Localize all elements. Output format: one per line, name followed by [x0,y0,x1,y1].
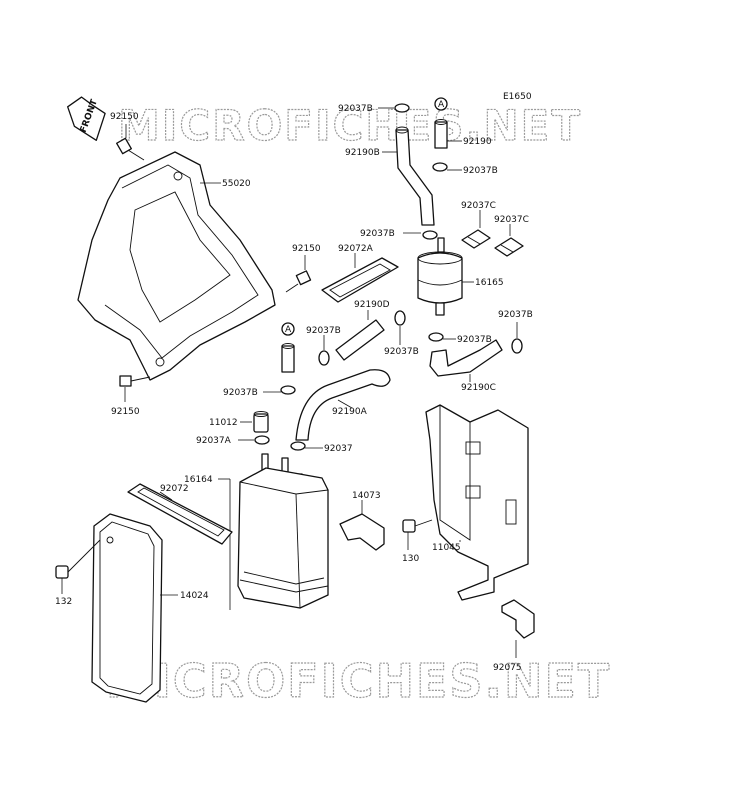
filter-16165-shape [417,237,474,316]
hose-short-shape [281,343,295,373]
clip-92037C-1-icon [461,210,491,249]
hose-92190A-shape [295,369,391,441]
label-14024: 14024 [180,591,209,601]
label-92150-mid: 92150 [292,244,321,254]
cover-55020-shape [77,151,276,381]
bolt-132-icon [55,539,101,594]
front-arrow-icon: FRONT [67,96,106,141]
ref-marker-a-mid-icon: A [281,322,295,336]
label-132: 132 [55,597,72,607]
strap-92072A-shape [321,253,399,303]
hose-92190B-shape [382,126,435,226]
label-11045: 11045 [432,543,461,553]
label-92150-bottom: 92150 [111,407,140,417]
label-11012: 11012 [209,418,238,428]
bolt-130-icon [402,519,433,550]
cap-11012-shape [240,411,269,433]
label-92037B-7: 92037B [498,310,533,320]
label-92072A: 92072A [338,244,374,254]
clip-92037C-2-icon [494,224,524,257]
label-55020: 55020 [222,179,251,189]
clamp-92037B-8-icon [263,385,296,395]
svg-text:A: A [285,325,292,335]
cover-14024-shape [91,513,178,703]
label-92037B-2: 92037B [463,166,498,176]
clamp-92037B-3-icon [403,230,438,240]
clamp-92037B-6-icon [428,332,456,342]
bracket-14073-shape [339,500,385,551]
hose-92190D-shape [335,310,385,361]
label-130: 130 [402,554,419,564]
bolt-92150-bottom-icon [119,375,151,402]
clamp-92037B-5-icon [394,310,406,345]
clamp-92037A-icon [238,435,270,445]
label-92190C: 92190C [461,383,496,393]
bolt-92150-top-icon [116,124,145,161]
clip-92075-shape [501,599,535,658]
clamp-92037B-2-icon [432,162,462,172]
hose-92190-shape [434,119,462,149]
label-16164: 16164 [184,475,213,485]
clamp-92037B-7-icon [511,322,523,354]
label-92037C-1: 92037C [461,201,496,211]
label-92037A: 92037A [196,436,232,446]
label-92037B-6: 92037B [457,335,492,345]
svg-text:A: A [438,100,445,110]
label-92037: 92037 [324,444,353,454]
hose-92190C-shape [429,339,503,382]
label-92037C-2: 92037C [494,215,529,225]
strap-92072-shape [127,483,233,545]
clamp-92037B-1-icon [378,103,410,113]
diagram-code: E1650 [503,92,532,102]
label-14073: 14073 [352,491,381,501]
label-92190D: 92190D [354,300,390,310]
label-92075: 92075 [493,663,522,673]
ref-marker-a-top-icon: A [434,97,448,111]
canister-16164-shape [237,453,329,609]
label-92190B: 92190B [345,148,380,158]
label-92190A: 92190A [332,407,368,417]
label-92037B-8: 92037B [223,388,258,398]
bracket-11045-shape [425,404,529,601]
clamp-92037B-4-icon [318,335,330,366]
label-92150-top: 92150 [110,112,139,122]
label-92037B-3: 92037B [360,229,395,239]
label-92037B-5: 92037B [384,347,419,357]
label-92072: 92072 [160,484,189,494]
label-16165: 16165 [475,278,504,288]
bolt-92150-mid-icon [285,255,312,293]
clamp-92037-icon [290,441,323,451]
watermark-top: MICROFICHES.NET [118,101,582,150]
label-92190: 92190 [463,137,492,147]
label-92037B-1: 92037B [338,104,373,114]
watermark-bottom: MICROFICHES.NET [106,654,611,708]
label-92037B-4: 92037B [306,326,341,336]
